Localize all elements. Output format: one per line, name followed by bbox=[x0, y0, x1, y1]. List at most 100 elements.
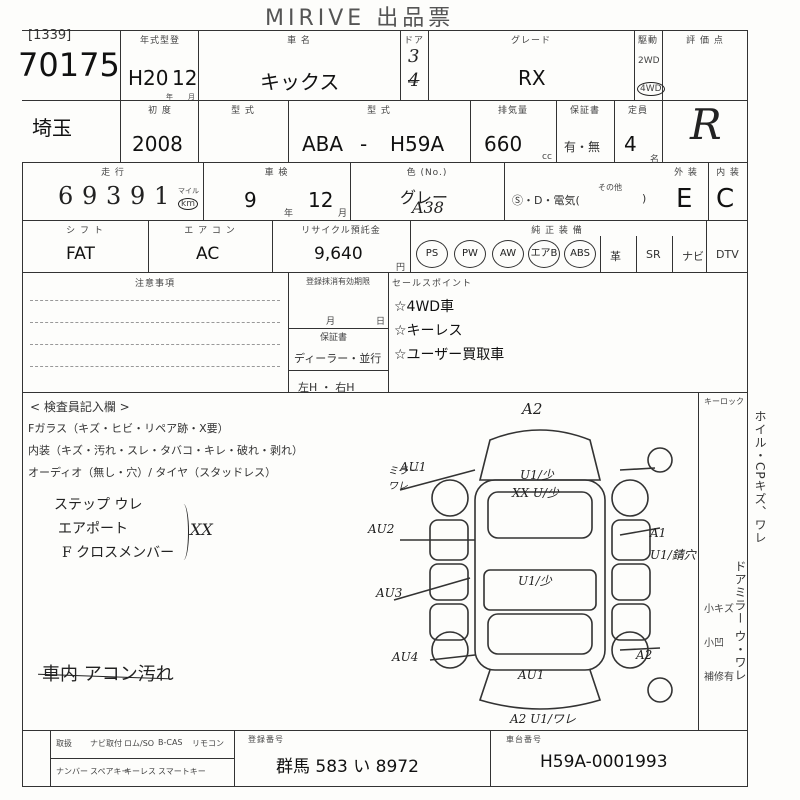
mileage-digit: 9 bbox=[82, 182, 98, 210]
month-unit: 月 bbox=[188, 93, 195, 101]
mileage-unit: km bbox=[178, 198, 198, 210]
option-top: B-CAS bbox=[158, 738, 183, 747]
first-reg-year: 2008 bbox=[132, 132, 183, 156]
damage-mark: A2 bbox=[636, 648, 653, 662]
option-top: ロム/SO bbox=[124, 739, 155, 748]
model: H59A bbox=[390, 132, 445, 156]
right-item: 小キズ bbox=[704, 604, 734, 615]
cc-unit: cc bbox=[542, 152, 552, 162]
shaken-month-unit: 月 bbox=[338, 209, 348, 219]
label-hoshou-kan: 保証書 bbox=[320, 333, 348, 343]
label-shamei: 車 名 bbox=[287, 36, 311, 46]
damage-mark: AU3 bbox=[376, 586, 403, 600]
handle-side: 左H ・ 右H bbox=[298, 381, 355, 394]
equipment-item: ナビ bbox=[682, 250, 704, 263]
damage-mark: AU4 bbox=[392, 650, 419, 664]
model-dash: - bbox=[360, 132, 368, 156]
interior-grade: C bbox=[716, 184, 735, 214]
sales-point: ☆ユーザー買取車 bbox=[394, 347, 505, 363]
sales-point: ☆4WD車 bbox=[394, 299, 455, 315]
score: R bbox=[690, 100, 722, 149]
inspector-line: Fガラス（キズ・ヒビ・リペア跡・X要） bbox=[28, 422, 229, 435]
label-naisou: 内 装 bbox=[716, 168, 740, 178]
shift: FAT bbox=[66, 244, 95, 264]
damage-mark: A1 bbox=[650, 526, 667, 540]
label-aircon: エ ア コ ン bbox=[184, 226, 236, 236]
shaken-month: 12 bbox=[308, 188, 334, 212]
lot-code: [1339] bbox=[28, 28, 72, 43]
label-hoshoken: 保証書 bbox=[569, 106, 600, 116]
year-unit: 年 bbox=[166, 93, 173, 101]
mileage-digit: 6 bbox=[58, 182, 74, 210]
label-registration: 登録抹消有効期限 bbox=[306, 277, 370, 286]
notes-suffix: XX bbox=[190, 520, 213, 539]
recycle-amount: 9,640 bbox=[314, 244, 363, 264]
label-recycle: リサイクル預託金 bbox=[301, 226, 381, 236]
option-bottom: キーレス bbox=[124, 767, 156, 776]
car-name: キックス bbox=[260, 70, 340, 94]
equipment-item: 革 bbox=[610, 250, 621, 263]
right-vertical-1: ホイル・CPキズ、ワレ bbox=[753, 410, 767, 545]
right-item: 小凹 bbox=[704, 638, 724, 649]
label-keishiki: 型 式 bbox=[367, 106, 391, 116]
aircon: AC bbox=[196, 244, 220, 264]
equipment-item: PW bbox=[454, 240, 486, 268]
label-sales: セールスポイント bbox=[392, 279, 473, 289]
top-mark: A2 bbox=[522, 400, 543, 418]
option-top: 取扱 bbox=[56, 739, 72, 748]
damage-mark: U1/少 bbox=[518, 574, 552, 588]
label-color: 色 (No.) bbox=[406, 168, 448, 178]
option-bottom: ナンバー bbox=[56, 767, 88, 776]
equipment-item: SR bbox=[646, 248, 661, 261]
door-sub: 4 bbox=[408, 70, 420, 91]
label-katashiki: 型 式 bbox=[231, 106, 255, 116]
drive-4wd: 4WD bbox=[637, 82, 665, 96]
damage-mark: XX U/少 bbox=[512, 486, 560, 500]
option-bottom: スマートキー bbox=[158, 767, 206, 776]
label-shoshiki: 初 度 bbox=[148, 106, 172, 116]
recycle-unit: 円 bbox=[396, 263, 406, 273]
dealer-parallel: ディーラー・並行 bbox=[294, 352, 382, 365]
model-prefix: ABA bbox=[302, 132, 344, 156]
note-line: ステップ ウレ bbox=[54, 497, 143, 513]
right-item: 補修有 bbox=[704, 672, 734, 683]
equipment-item: PS bbox=[416, 240, 448, 268]
equipment-item: エアB bbox=[528, 240, 560, 268]
equipment-item: AW bbox=[492, 240, 524, 268]
chassis-number: H59A-0001993 bbox=[540, 752, 668, 772]
region: 埼玉 bbox=[32, 116, 72, 140]
option-bottom: スペアキー bbox=[90, 767, 130, 776]
label-inspector: < 検査員記入欄 > bbox=[30, 400, 130, 414]
car-diagram bbox=[393, 429, 673, 710]
label-haiki: 排気量 bbox=[497, 106, 528, 116]
damage-mark: AU1 bbox=[518, 668, 545, 682]
label-plate: 登録番号 bbox=[248, 735, 284, 744]
color: グレー bbox=[400, 188, 449, 207]
drive-2wd: 2WD bbox=[638, 56, 660, 66]
registration-month: 月 bbox=[326, 317, 336, 327]
plate-number: 群馬 583 い 8972 bbox=[276, 757, 419, 777]
equipment-item: DTV bbox=[716, 248, 739, 261]
damage-mark: AU2 bbox=[368, 522, 395, 536]
label-shift: シ フ ト bbox=[66, 226, 104, 236]
inspector-line: オーディオ（無し・穴）/ タイヤ（スタッドレス） bbox=[28, 466, 277, 479]
label-nenshiki: 年式型登 bbox=[139, 36, 180, 46]
label-keyless: キーロック bbox=[704, 397, 744, 406]
label-door: ドア bbox=[403, 36, 424, 46]
paint-other: その他 bbox=[598, 183, 622, 192]
note-line: F クロスメンバー bbox=[62, 545, 175, 561]
lot-number: 70175 bbox=[18, 46, 120, 84]
paint: Ⓢ・D・電気( bbox=[512, 194, 580, 207]
label-caution: 注意事項 bbox=[134, 279, 175, 289]
mileage-unit-top: マイル bbox=[178, 187, 199, 195]
option-top: ナビ取付 bbox=[90, 739, 122, 748]
sales-point: ☆キーレス bbox=[394, 323, 463, 339]
label-mileage: 走 行 bbox=[101, 168, 125, 178]
label-soubi: 純 正 装 備 bbox=[531, 226, 583, 236]
note-line: エアポート bbox=[58, 521, 128, 537]
label-grade: グレード bbox=[510, 36, 551, 46]
label-score: 評 価 点 bbox=[686, 36, 724, 46]
damage-mark: U1/少 bbox=[520, 468, 554, 482]
sheet-title: MIRIVE 出品票 bbox=[265, 6, 455, 31]
